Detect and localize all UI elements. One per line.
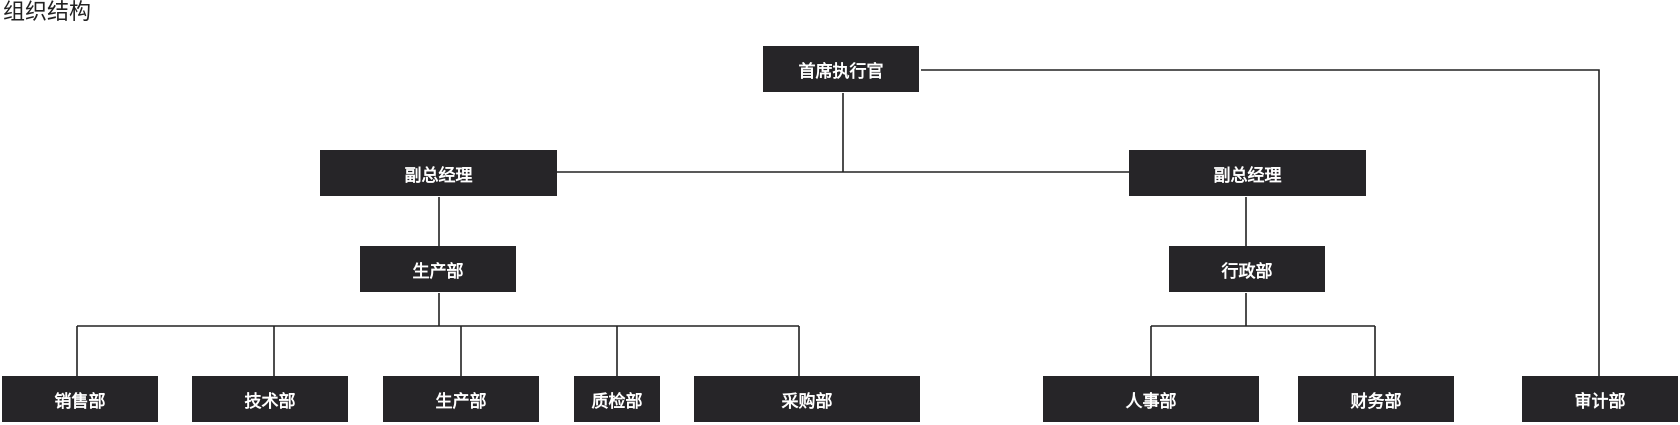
page-title: 组织结构 — [3, 0, 92, 25]
node-vp-left[interactable]: 副总经理 — [320, 150, 557, 196]
node-admin-dept[interactable]: 行政部 — [1169, 246, 1325, 292]
node-tech-dept[interactable]: 技术部 — [192, 376, 348, 422]
node-ceo[interactable]: 首席执行官 — [763, 46, 919, 92]
node-audit-dept[interactable]: 审计部 — [1522, 376, 1678, 422]
node-qc-dept[interactable]: 质检部 — [574, 376, 660, 422]
node-production-sub[interactable]: 生产部 — [383, 376, 539, 422]
node-purchasing-dept[interactable]: 采购部 — [694, 376, 920, 422]
node-production-dept[interactable]: 生产部 — [360, 246, 516, 292]
node-sales-dept[interactable]: 销售部 — [2, 376, 158, 422]
node-hr-dept[interactable]: 人事部 — [1043, 376, 1259, 422]
node-finance-dept[interactable]: 财务部 — [1298, 376, 1454, 422]
connector-ceo-audit — [921, 69, 1600, 376]
node-vp-right[interactable]: 副总经理 — [1129, 150, 1366, 196]
